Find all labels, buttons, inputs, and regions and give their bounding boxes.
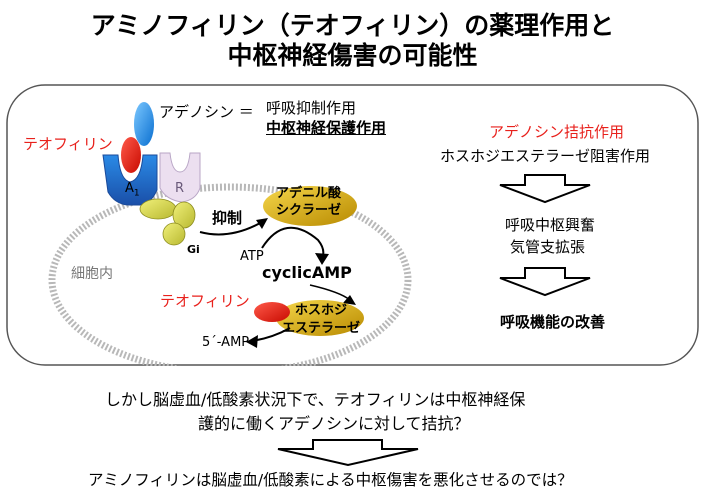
adenosine-molecule bbox=[134, 102, 154, 146]
pde-label-2: エステラーゼ bbox=[282, 321, 361, 336]
gi-label: Gi bbox=[187, 243, 200, 256]
diagram-frame bbox=[6, 84, 699, 366]
adenosine-label: アデノシン ＝ bbox=[159, 103, 254, 121]
adenosine-effect-neuroprotective: 中枢神経保護作用 bbox=[266, 119, 387, 137]
theophylline-label-top: テオフィリン bbox=[23, 135, 113, 153]
r-receptor bbox=[159, 152, 201, 203]
theophylline-molecule-bottom bbox=[254, 302, 290, 322]
conclusion: アミノフィリンは脳虚血/低酸素による中枢傷害を悪化させるのでは？ bbox=[88, 471, 573, 489]
r-receptor-label: R bbox=[175, 181, 185, 196]
inhibit-label: 抑制 bbox=[212, 209, 243, 227]
title-line-2: 中枢神経傷害の可能性 bbox=[227, 41, 478, 70]
adenylate-cyclase-label-2: シクラーゼ bbox=[276, 203, 342, 218]
down-arrow-3 bbox=[277, 439, 419, 467]
result-label: 呼吸機能の改善 bbox=[500, 313, 606, 331]
theophylline-molecule-top bbox=[121, 137, 141, 173]
adenylate-cyclase bbox=[263, 186, 357, 226]
atp-label: ATP bbox=[240, 249, 264, 264]
camp-label: cyclicAMP bbox=[262, 263, 352, 282]
title-line-1: アミノフィリン（テオフィリン）の薬理作用と bbox=[90, 11, 615, 40]
bottom-line-1: しかし脳虚血/低酸素状況下で、テオフィリンは中枢神経保 bbox=[105, 390, 526, 409]
phosphodiesterase bbox=[276, 300, 364, 336]
adenylate-cyclase-label-1: アデニル酸 bbox=[276, 186, 342, 201]
pde-inhibition-label: ホスホジエステラーゼ阻害作用 bbox=[440, 147, 651, 165]
down-arrow-1 bbox=[499, 174, 591, 204]
a1-receptor bbox=[102, 154, 158, 206]
amp-label: 5´-AMP bbox=[202, 335, 250, 350]
pde-label-1: ホスホジ bbox=[295, 303, 348, 318]
gi-protein-1 bbox=[139, 198, 177, 220]
bronchodilation-label: 気管支拡張 bbox=[510, 238, 586, 256]
down-arrow-2 bbox=[499, 267, 591, 297]
a1-receptor-label: A1 bbox=[125, 181, 140, 199]
theophylline-label-bottom: テオフィリン bbox=[160, 292, 250, 310]
gi-protein-2 bbox=[172, 201, 196, 229]
bottom-line-2: 護的に働くアデノシンに対して拮抗？ bbox=[198, 414, 470, 433]
antagonism-label: アデノシン拮抗作用 bbox=[489, 123, 625, 141]
adenosine-effect-respiratory: 呼吸抑制作用 bbox=[266, 99, 357, 117]
intracellular-label: 細胞内 bbox=[71, 266, 113, 282]
atp-camp-arrow bbox=[261, 226, 325, 259]
gi-protein-3 bbox=[162, 222, 186, 246]
respiratory-stimulation-label: 呼吸中枢興奮 bbox=[505, 216, 596, 234]
inhibit-arrow bbox=[199, 221, 263, 236]
